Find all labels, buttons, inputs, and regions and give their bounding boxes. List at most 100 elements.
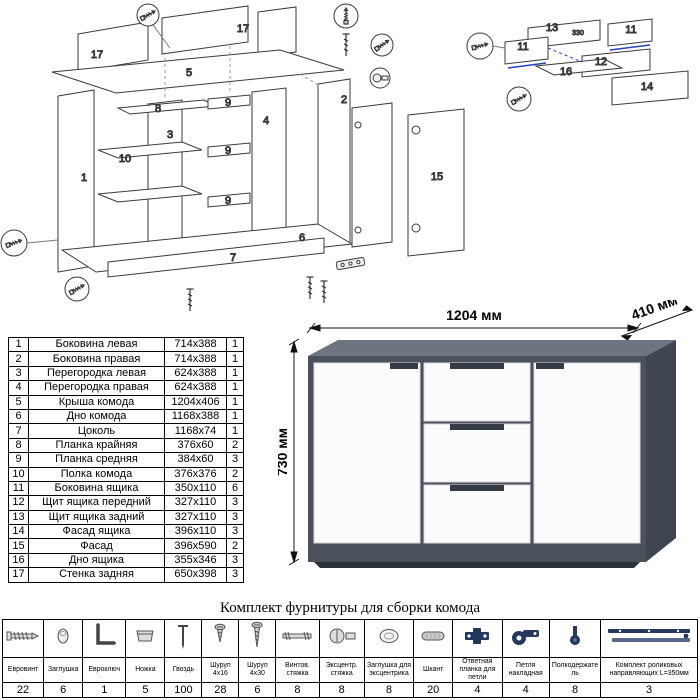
screw-callout [333, 3, 359, 57]
hinge-cup [354, 121, 362, 129]
part-door [351, 102, 393, 248]
hardware-qty: 8 [318, 682, 365, 698]
part-num: 11 [8, 480, 29, 497]
part-qty: 3 [226, 552, 244, 569]
part-rail [207, 94, 251, 110]
part-num: 7 [8, 423, 29, 439]
dresser-drawer-middle [423, 423, 531, 483]
part-size: 396x110 [164, 524, 227, 540]
part-size: 327x110 [164, 509, 227, 526]
part-num: 2 [8, 351, 29, 367]
part-num: 13 [8, 509, 29, 526]
hardware-name: Евровинт [1, 657, 45, 683]
part-num: 4 [8, 380, 29, 396]
part-name: Планка крайняя [28, 437, 165, 454]
part-plinth [107, 237, 325, 278]
part-qty: 1 [226, 408, 244, 425]
part-name: Дно комода [28, 408, 165, 425]
part-label: 14 [641, 81, 653, 93]
dresser-drawer-bottom [423, 484, 531, 544]
dresser-render: 1204 мм 410 мм 730 мм [278, 300, 694, 568]
screw-4x30-icon [251, 621, 263, 648]
part-qty: 2 [226, 538, 244, 554]
hardware-icon-row [1, 619, 698, 658]
part-size: 1204x406 [164, 394, 227, 410]
part-num: 1 [8, 336, 29, 353]
drawer-slide-icon [608, 629, 691, 642]
depth-dimension-label: 410 мм [629, 300, 680, 323]
door-handle-groove [536, 363, 564, 369]
height-dimension [288, 338, 300, 566]
hardware-name: Заглушка [43, 657, 84, 683]
nail-icon [178, 625, 189, 649]
part-rail [207, 142, 251, 158]
dresser-right-door [533, 362, 641, 544]
part-size: 624x388 [164, 380, 227, 396]
drawer-slide-rail [507, 44, 651, 69]
hardware-kit-table: Евровинт Заглушка Евроключ Ножка Гвоздь … [1, 619, 698, 698]
part-qty: 1 [226, 351, 244, 367]
part-qty: 1 [226, 336, 244, 353]
part-name: Перегородка левая [28, 365, 165, 382]
drawer-bottom-panel [534, 58, 624, 76]
hinge-cup [411, 223, 421, 233]
part-size: 1168x388 [164, 408, 227, 425]
part-size: 396x590 [164, 538, 227, 554]
part-num: 16 [8, 552, 29, 569]
drawer-handle-groove [450, 485, 504, 491]
hardware-name: Ножка [125, 657, 166, 683]
part-size: 376x60 [164, 437, 227, 454]
part-name: Дно ящика [28, 552, 165, 569]
hardware-qty: 4 [501, 682, 550, 698]
part-name: Фасад ящика [28, 524, 165, 540]
part-name: Цоколь [28, 423, 165, 439]
part-top [51, 49, 345, 94]
screw-callout [370, 33, 394, 57]
hardware-name: Ответная планка для петли [452, 657, 503, 683]
hardware-qty: 3 [600, 682, 698, 698]
part-label: 11 [517, 41, 528, 53]
hardware-qty: 8 [363, 682, 415, 698]
part-label: 17 [237, 23, 249, 35]
hardware-name: Заглушка для эксцентрика [363, 657, 415, 683]
hardware-name: Шуруп 4x16 [201, 657, 240, 683]
screw-callout [136, 3, 171, 49]
dresser-drawer-top [423, 362, 531, 422]
part-num: 10 [8, 466, 29, 482]
part-back-panel [161, 5, 249, 55]
part-label: 8 [155, 103, 161, 115]
part-qty: 1 [226, 423, 244, 439]
dowel-icon [421, 631, 445, 641]
mounting-bracket [335, 256, 366, 271]
hardware-name: Комплект роликовых направляющих L=350мм [600, 657, 698, 683]
part-back-panel [257, 6, 297, 58]
part-num: 9 [8, 452, 29, 468]
part-name: Щит ящика передний [28, 495, 165, 511]
part-back-panel [77, 21, 149, 73]
part-size: 384x60 [164, 452, 227, 468]
part-size: 624x388 [164, 365, 227, 382]
part-qty: 2 [226, 437, 244, 454]
part-size: 376x376 [164, 466, 227, 482]
part-rail [207, 192, 251, 208]
hardware-name: Евроключ [82, 657, 127, 683]
assembly-diagrams: 17 17 5 8 3 4 2 1 10 9 9 9 6 7 15 [0, 3, 689, 312]
part-label: 9 [225, 195, 231, 207]
hardware-qty: 28 [201, 682, 240, 698]
screw-callout [466, 32, 506, 60]
part-name: Крыша комода [28, 394, 165, 410]
hardware-kit-title: Комплект фурнитуры для сборки комода [219, 600, 480, 616]
part-qty: 1 [226, 394, 244, 410]
part-num: 17 [8, 567, 29, 583]
hardware-name: Винтов. стяжка [275, 657, 320, 683]
screw-glyph [305, 276, 315, 300]
